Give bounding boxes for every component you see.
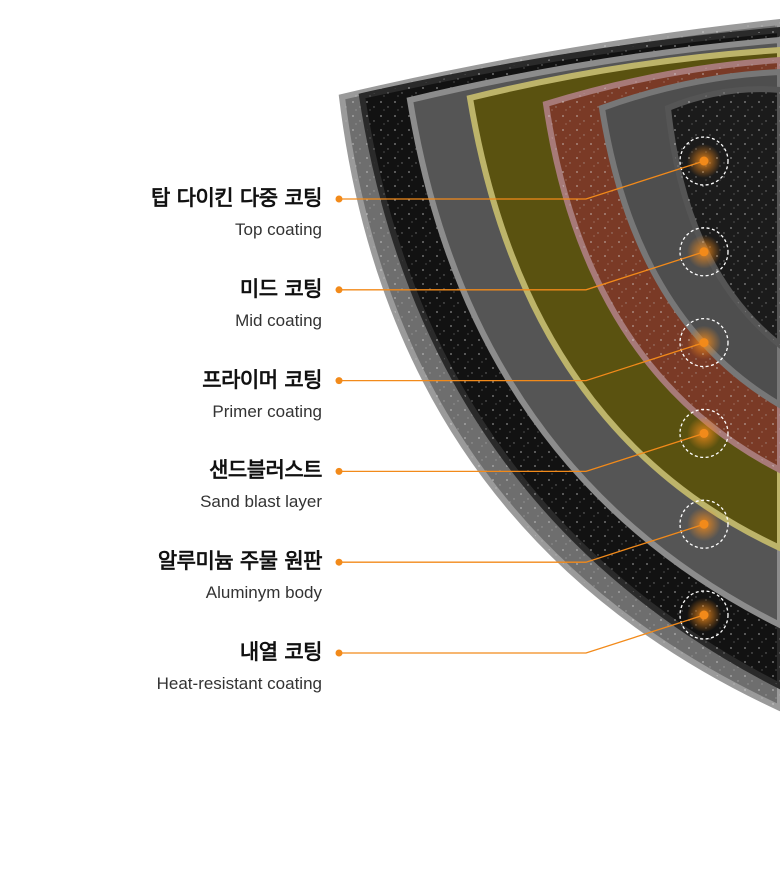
layer-label: 프라이머 코팅 Primer coating <box>202 367 322 423</box>
callout-target-dot <box>699 247 709 257</box>
callout-target-ring <box>679 227 729 277</box>
layer-label: 탑 다이킨 다중 코팅 Top coating <box>151 185 323 241</box>
layer-name-english: Heat-resistant coating <box>156 674 322 693</box>
callout-target-dot <box>699 610 709 620</box>
layer-name-korean: 샌드블러스트 <box>209 458 322 483</box>
layer-label: 미드 코팅 Mid coating <box>235 276 322 332</box>
callout-dot <box>335 649 343 657</box>
layer-label: 샌드블러스트 Sand blast layer <box>200 457 322 513</box>
layer-name-english: Top coating <box>235 220 322 239</box>
callout-target-dot <box>699 519 709 529</box>
callout-target-ring <box>679 317 729 368</box>
callout-dot <box>335 377 343 385</box>
callout-target-dot <box>699 338 709 348</box>
callout-target-ring <box>679 136 729 186</box>
layer-name-english: Primer coating <box>212 401 322 421</box>
callout-target-ring <box>679 499 729 549</box>
layer-name-korean: 프라이머 코팅 <box>202 367 322 392</box>
callout-leader-line <box>339 251 705 291</box>
layer-name-english: Mid coating <box>235 310 322 330</box>
layer-name-korean: 알루미늄 주물 원판 <box>157 549 323 574</box>
callout-target-dot <box>699 156 709 166</box>
layer-label: 내열 코팅 Heat-resistant coating <box>156 639 323 695</box>
callout-leader-line <box>339 432 705 473</box>
callout-dot <box>335 467 343 475</box>
callout-leader-line <box>339 614 705 654</box>
callout-leader-line <box>339 341 705 382</box>
callout-dot <box>335 286 343 294</box>
layer-name-korean: 내열 코팅 <box>239 640 323 664</box>
callout-target-dot <box>699 428 709 438</box>
callout-leader-line <box>339 523 705 563</box>
callout-dot <box>335 195 343 203</box>
layer-label: 알루미늄 주물 원판 Aluminym body <box>157 548 323 604</box>
layer-name-english: Sand blast layer <box>200 492 322 512</box>
callout-leader-line <box>339 160 705 200</box>
callout-target-ring <box>679 408 729 459</box>
callout-target-ring <box>679 590 729 640</box>
layer-name-korean: 미드 코팅 <box>239 276 323 301</box>
layer-name-english: Aluminym body <box>205 583 322 603</box>
callout-dot <box>335 558 343 566</box>
layer-name-korean: 탑 다이킨 다중 코팅 <box>151 186 323 210</box>
